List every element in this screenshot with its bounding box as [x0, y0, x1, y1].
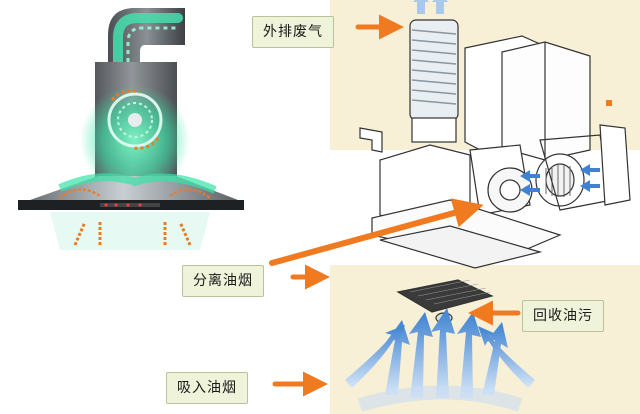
label-collect: 回收油污 — [522, 300, 604, 332]
exhaust-arrows-icon — [413, 0, 448, 14]
intake-airflow-arrows-icon — [345, 308, 535, 412]
label-exhaust: 外排废气 — [252, 16, 334, 48]
separate-callout-arrow-icon — [269, 198, 484, 266]
range-hood-cutaway-icon — [18, 8, 244, 250]
fan-airflow-arrows-icon — [520, 164, 600, 196]
label-intake: 吸入油烟 — [166, 372, 248, 404]
label-separate: 分离油烟 — [182, 265, 264, 297]
callout-arrows — [269, 14, 521, 397]
exploded-hood-assembly-icon — [359, 0, 631, 324]
